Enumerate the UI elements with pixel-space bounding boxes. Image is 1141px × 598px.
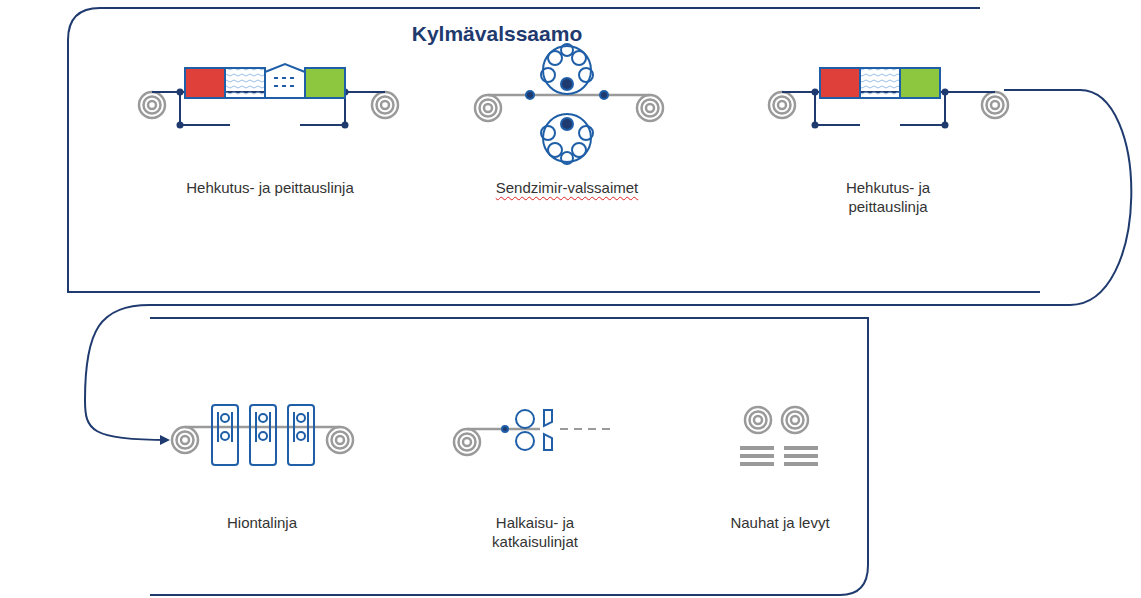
process-step: Nauhat ja levyt: [715, 400, 845, 536]
step-label: Sendzimir-valssaimet: [496, 178, 639, 197]
step-label: Hiontalinja: [227, 513, 297, 532]
grinding-line-icon: [172, 405, 353, 465]
sendzimir-mill-icon: [475, 44, 663, 164]
step-label: Hehkutus- ja peittauslinja: [186, 178, 354, 197]
process-step: Hiontalinja: [172, 400, 352, 536]
step-label: Hehkutus- ja peittauslinja: [831, 178, 946, 216]
top-panel: [68, 8, 1040, 292]
process-step: Hehkutus- ja peittauslinja: [145, 60, 395, 201]
step-label: Nauhat ja levyt: [730, 513, 829, 532]
process-step: Hehkutus- ja peittauslinja: [774, 60, 1002, 220]
slitting-line-icon: [454, 410, 610, 455]
bottom-panel: [150, 318, 868, 595]
process-step: Sendzimir-valssaimet: [472, 44, 662, 201]
flow-arrow: [85, 90, 1131, 440]
annealing-line-icon: [139, 64, 398, 129]
annealing-line-icon: [769, 68, 1008, 129]
process-step: Halkaisu- ja katkaisulinjat: [460, 400, 610, 555]
diagram-title: Kylmävalssaamo: [412, 22, 582, 46]
step-label: Halkaisu- ja katkaisulinjat: [480, 513, 590, 551]
strips-plates-icon: [740, 407, 818, 464]
